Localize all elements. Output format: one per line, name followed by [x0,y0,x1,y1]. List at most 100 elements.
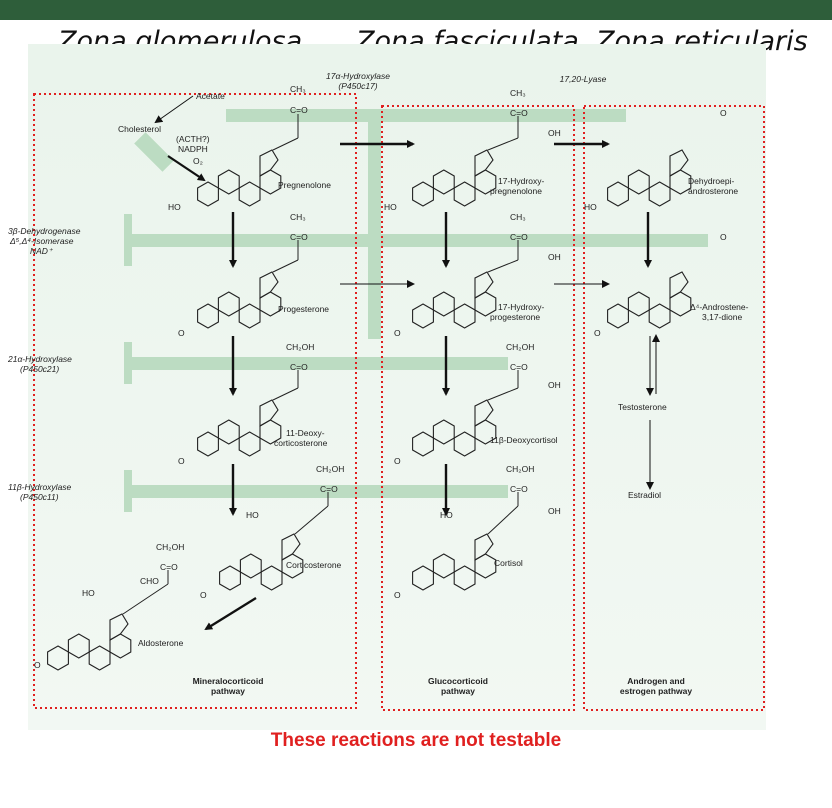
label-glucocorticoid: Glucocorticoid [428,676,488,686]
svg-text:O: O [394,456,401,466]
label-17-hydroxy-2: 17-Hydroxy- [498,302,544,312]
label-pregnenolone: Pregnenolone [278,180,331,190]
svg-text:O: O [720,108,727,118]
svg-text:O: O [720,232,727,242]
label-androstenedione-2: 3,17-dione [702,312,742,322]
label-androgen: Androgen and [627,676,685,686]
structure-dhea: O HO [584,108,727,212]
label-acetate: Acetate [196,91,225,101]
label-21-hydroxylase: 21α-Hydroxylase [7,354,72,364]
label-mineralocorticoid: Mineralocorticoid [193,676,264,686]
svg-text:OH: OH [548,128,561,138]
label-3b-dehydrogenase: 3β-Dehydrogenase [8,226,81,236]
label-11-hydroxylase: 11β-Hydroxylase [8,482,72,492]
pathway-svg: 17α-Hydroxylase (P450c17) 17,20-Lyase 3β… [7,71,765,711]
bar-17-hydroxylase [226,109,626,122]
svg-text:C=O: C=O [290,105,308,115]
label-dhea-1: Dehydroepi- [688,176,734,186]
svg-text:C=O: C=O [290,362,308,372]
label-nadph: NADPH [178,144,208,154]
label-progesterone: Progesterone [278,304,329,314]
svg-text:CH₂OH: CH₂OH [316,464,344,474]
svg-text:O: O [178,456,185,466]
label-corticosterone: Corticosterone [286,560,342,570]
structure-cortisol: C=O CH₂OH OH HO O [394,464,561,600]
reaction-arrows [204,140,652,631]
structure-11-deoxycortisol: C=O CH₂OH OH O [394,342,561,466]
svg-text:CH₂OH: CH₂OH [156,542,184,552]
label-testosterone: Testosterone [618,402,667,412]
steroidogenesis-diagram: 17α-Hydroxylase (P450c17) 17,20-Lyase 3β… [7,44,766,730]
label-p450c11: (P450c11) [20,492,59,502]
footer-note: These reactions are not testable [270,730,562,751]
structure-17-hydroxypregnenolone: C=O CH₃ OH HO [384,88,561,212]
structure-corticosterone: C=O CH₂OH HO O [200,464,344,600]
structure-progesterone: C=O CH₃ O [178,212,308,338]
bar-21-cap [124,342,132,384]
svg-text:O: O [34,660,41,670]
label-acth: (ACTH?) [176,134,210,144]
svg-text:OH: OH [548,252,561,262]
zone-reticularis-box [583,105,765,711]
svg-text:CH₃: CH₃ [290,84,306,94]
bar-3b-cap [124,214,132,266]
svg-text:HO: HO [246,510,259,520]
label-o2: O₂ [193,156,203,166]
label-17-hydroxy: 17-Hydroxy- [498,176,544,186]
svg-text:CH₂OH: CH₂OH [506,342,534,352]
svg-text:CH₃: CH₃ [510,88,526,98]
svg-text:OH: OH [548,506,561,516]
structure-androstenedione: O O [594,232,727,338]
bar-cholesterol [134,132,174,172]
label-cortisol: Cortisol [494,558,523,568]
svg-text:CH₂OH: CH₂OH [506,464,534,474]
zone-glomerulosa-box [33,93,357,709]
svg-text:OH: OH [548,380,561,390]
label-estradiol: Estradiol [628,490,661,500]
label-11b-deoxycortisol: 11β-Deoxycortisol [490,435,558,445]
svg-text:HO: HO [82,588,95,598]
svg-text:CH₂OH: CH₂OH [286,342,314,352]
svg-text:C=O: C=O [320,484,338,494]
svg-text:CH₃: CH₃ [510,212,526,222]
svg-text:O: O [178,328,185,338]
label-isomerase: Δ⁵,Δ⁴-Isomerase [9,236,74,246]
svg-text:C=O: C=O [510,484,528,494]
bar-17-hydroxylase-stem [368,109,381,339]
label-progesterone-2: progesterone [490,312,540,322]
label-estrogen-pathway: estrogen pathway [620,686,693,696]
label-cholesterol: Cholesterol [118,124,161,134]
top-banner [0,0,832,20]
label-dhea-2: androsterone [688,186,738,196]
structure-aldosterone: C=O CH₂OH CHO HO O [34,542,184,671]
label-p450c17: (P450c17) [338,81,377,91]
enzyme-bars [124,109,708,512]
svg-text:HO: HO [168,202,181,212]
svg-text:HO: HO [584,202,597,212]
svg-text:C=O: C=O [510,108,528,118]
bar-3b-dehydrogenase [128,234,708,247]
bar-11-cap [124,470,132,512]
label-mineralo-pathway: pathway [211,686,245,696]
svg-text:HO: HO [384,202,397,212]
label-deoxycorticosterone-2: corticosterone [274,438,328,448]
bar-11-hydroxylase [128,485,508,498]
svg-text:O: O [394,328,401,338]
svg-text:C=O: C=O [160,562,178,572]
svg-text:CHO: CHO [140,576,159,586]
zone-fasciculata-box [381,105,575,711]
svg-text:O: O [394,590,401,600]
label-p450c21: (P450c21) [20,364,59,374]
svg-text:C=O: C=O [290,232,308,242]
bar-21-hydroxylase [128,357,508,370]
svg-text:CH₃: CH₃ [290,212,306,222]
label-nad: NAD⁺ [30,246,54,256]
label-aldosterone: Aldosterone [138,638,184,648]
svg-text:C=O: C=O [510,232,528,242]
label-deoxycorticosterone-1: 11-Deoxy- [286,428,325,438]
label-17-20-lyase: 17,20-Lyase [560,74,607,84]
label-gluco-pathway: pathway [441,686,475,696]
label-pregnenolone-2: pregnenolone [490,186,542,196]
structure-17-hydroxyprogesterone: C=O CH₃ OH O [394,212,561,338]
structure-pregnenolone: C=O CH₃ HO [168,84,308,212]
